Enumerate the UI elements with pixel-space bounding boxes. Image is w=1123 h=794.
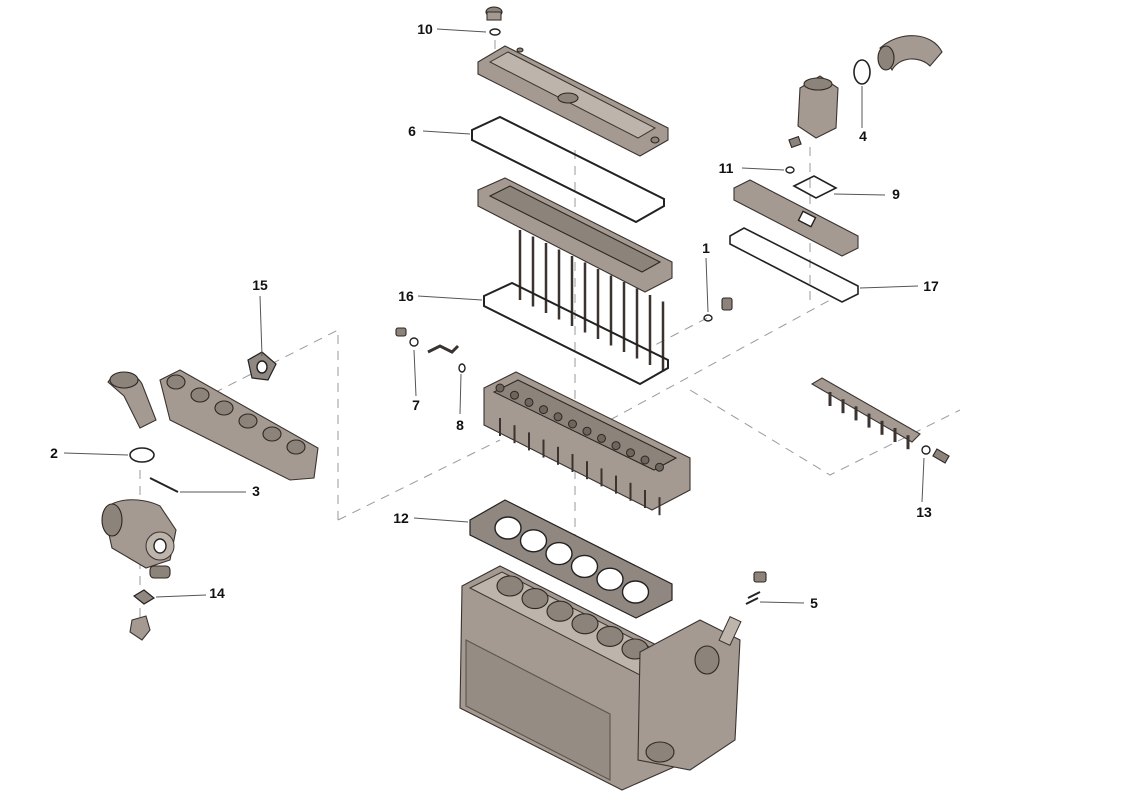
turbocharger [101,499,177,579]
head-stud [640,455,650,465]
exhaust-port [190,387,210,403]
turbo-outlet-gasket [129,447,155,463]
sensor-o-ring [785,166,795,174]
head-studs [495,383,664,516]
head-stud [553,412,563,422]
callout-6: 6 [408,123,416,139]
head-stud [582,426,592,436]
head-stud [495,383,505,393]
callout-7: 7 [412,397,420,413]
callout-15: 15 [252,277,268,293]
rocker-assembly [477,177,673,372]
cylinder-head [483,371,691,516]
throttle-flange-gasket [792,175,838,199]
callout-3: 3 [252,483,260,499]
cylinder-bore [521,588,549,610]
head-stud [626,448,635,458]
callout-5: 5 [810,595,818,611]
gasket-bore [545,541,573,566]
gasket-bore [621,580,650,604]
head-stud [568,419,577,429]
gasket-bore [494,516,522,540]
valve-cover [477,45,669,157]
callout-4: 4 [859,128,867,144]
exhaust-manifold [159,369,319,481]
dipstick-tube-parts [745,571,767,605]
callout-16: 16 [398,288,414,304]
exhaust-port [262,426,282,442]
valve-cover-gasket [471,115,665,224]
callout-11: 11 [719,160,734,176]
callout-9: 9 [892,186,900,202]
head-stud [655,462,664,472]
callout-17: 17 [923,278,939,294]
cylinder-bore [496,575,524,597]
head-stud [510,390,519,400]
exhaust-port [238,413,258,429]
turbo-oil-drain [129,589,156,641]
cylinder-bore [546,600,574,622]
exhaust-elbow [107,371,157,429]
oil-filler-cap [485,6,503,36]
callout-1: 1 [702,240,710,256]
callout-13: 13 [916,504,932,520]
intake-manifold-gasket [729,227,859,303]
callout-2: 2 [50,445,58,461]
callout-10: 10 [417,21,433,37]
exhaust-port [214,400,234,416]
exhaust-flange-gasket [247,351,277,381]
head-stud [539,405,548,415]
exhaust-port [166,374,186,390]
callout-labels: 10 6 16 12 1 11 9 17 4 5 13 7 8 15 2 3 1… [50,21,939,611]
callout-8: 8 [456,417,464,433]
leader-lines [63,28,925,604]
head-stud [597,433,606,443]
turbo-stud [149,477,179,493]
head-stud [524,397,534,407]
gasket-bore [596,567,624,591]
rocker-housing-gasket [483,281,669,386]
callout-14: 14 [209,585,225,601]
pushrods [518,230,665,372]
head-stud [611,441,621,451]
intake-elbow [853,35,943,85]
gasket-bore [570,554,599,579]
callout-12: 12 [393,510,409,526]
bolt-and-washer [703,297,733,322]
cylinder-bore [596,625,624,647]
exhaust-port [286,439,306,455]
engine-block [459,565,691,791]
timing-cover [637,616,742,771]
throttle-housing [788,75,839,149]
intake-manifold-cover [733,179,859,257]
fuel-rail [810,377,950,464]
oil-feed-line [395,327,466,373]
cylinder-head-gasket [469,499,673,619]
cylinder-bore [571,613,599,635]
gasket-bore [519,529,548,553]
